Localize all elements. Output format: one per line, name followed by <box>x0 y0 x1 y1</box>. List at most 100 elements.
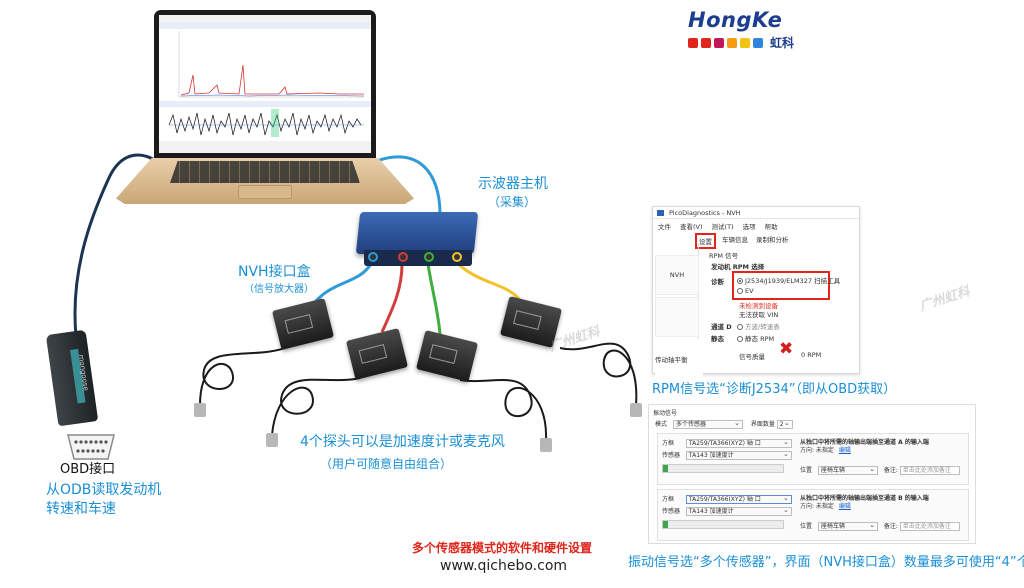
channel-a-card: 方框 TA259/TA366(XYZ) 轴 口 传感器 TA143 加速度计 从… <box>657 433 969 485</box>
diag-option-label: J2534/J1939/ELM327 扫描工具 <box>745 277 841 285</box>
diag-radio-row[interactable]: J2534/J1939/ELM327 扫描工具 <box>737 275 840 285</box>
direction-select[interactable]: TA259/TA366(XYZ) 轴 口 <box>685 494 792 504</box>
logo-cn: 虹科 <box>770 36 795 50</box>
pico-settings-window: PicoDiagnostics - NVH 文件 查看(V) 测试(T) 选项 … <box>652 206 860 379</box>
obd-desc-line2: 转速和车速 <box>46 501 116 517</box>
channel-a-level-bar <box>662 464 784 473</box>
channel-b-hint-dir-row: 方向: 未指定 编辑 <box>800 501 851 510</box>
direction-select-value: TA259/TA366(XYZ) 轴 口 <box>688 440 761 447</box>
channel-b-card: 方框 TA259/TA366(XYZ) 轴 口 传感器 TA143 加速度计 从… <box>657 489 969 541</box>
channel-a-hint-dir-row: 方向: 未指定 编辑 <box>800 445 851 454</box>
pico-left-pane: NVH 传动轴平衡 <box>655 243 703 379</box>
mode-row: 模式 多个传感器 界面数量 2 <box>655 419 793 429</box>
diag-radio[interactable] <box>737 278 743 284</box>
no-device-text: 未检测到设备 <box>739 302 778 310</box>
vibration-settings-panel: 振动信号 模式 多个传感器 界面数量 2 方框 TA259/TA366(XYZ)… <box>648 404 976 544</box>
position-select[interactable]: 座椅车辆 <box>817 521 878 531</box>
probe-tip-1 <box>194 403 206 417</box>
iface-count-stepper[interactable]: 2 <box>776 419 793 429</box>
sensor-label: 传感器 <box>662 508 681 515</box>
menu-test[interactable]: 测试(T) <box>711 222 734 231</box>
probe-cable-2 <box>271 377 361 436</box>
channel-b-sensor-row: 传感器 TA143 加速度计 <box>662 506 792 516</box>
edit-link[interactable]: 编辑 <box>838 503 851 510</box>
static-option-label: 静态 RPM <box>745 335 775 343</box>
laptop <box>116 10 414 206</box>
hint-direction: 方向: 未指定 <box>800 503 834 510</box>
scope-channel-c-connector <box>424 252 434 262</box>
channel-a-sensor-row: 传感器 TA143 加速度计 <box>662 450 792 460</box>
iface-count-value: 2 <box>779 421 784 428</box>
note-label: 备注: <box>883 523 898 530</box>
probe-desc-line1: 4个探头可以是加速度计或麦克风 <box>300 434 505 450</box>
position-select[interactable]: 座椅车辆 <box>817 465 878 475</box>
channel-a-direction-row: 方框 TA259/TA366(XYZ) 轴 口 <box>662 438 792 448</box>
note-input[interactable]: 单击此处添加备注 <box>899 466 960 475</box>
scope-body <box>355 212 479 254</box>
channel-b-level-bar <box>662 520 784 529</box>
menu-help[interactable]: 帮助 <box>764 222 778 231</box>
oscilloscope-unit <box>355 212 479 268</box>
probe-cable-3 <box>459 379 548 441</box>
position-label: 位置 <box>800 467 813 474</box>
nvh-sub-label: （信号放大器） <box>244 284 314 295</box>
signal-quality-label: 信号质量 <box>739 353 765 361</box>
yellow-channel-cable <box>454 260 522 302</box>
tab-vehicle-info[interactable]: 车辆信息 <box>722 236 748 244</box>
left-item-nvh[interactable]: NVH <box>655 255 699 295</box>
note-input[interactable]: 单击此处添加备注 <box>899 522 960 531</box>
channel-d-label: 通道 D <box>711 323 732 331</box>
static-label: 静态 <box>711 335 724 343</box>
nvh-box-label <box>513 310 542 330</box>
edit-link[interactable]: 编辑 <box>838 447 851 454</box>
channel-d-option-label: 方波/转速表 <box>745 323 780 331</box>
left-item-nvh-label: NVH <box>669 271 685 279</box>
logo-square <box>727 37 737 48</box>
probe-tip-4 <box>630 403 642 417</box>
nvh-box-label <box>284 314 314 334</box>
rpm-section-title: RPM 信号 <box>709 252 739 260</box>
mode-select[interactable]: 多个传感器 <box>672 419 743 429</box>
iface-count-label: 界面数量 <box>750 421 775 428</box>
pico-settings-content: RPM 信号 发动机 RPM 选择 诊断 J2534/J1939/ELM327 … <box>703 245 857 373</box>
direction-label: 方框 <box>662 440 675 447</box>
pico-window-title: PicoDiagnostics - NVH <box>669 208 741 217</box>
channel-d-radio-row[interactable]: 方波/转速表 <box>737 321 780 331</box>
no-vin-text: 无法获取 VIN <box>739 311 779 319</box>
menu-options[interactable]: 选项 <box>742 222 756 231</box>
usb-cable <box>363 155 442 215</box>
logo-squares: 虹科 <box>688 34 818 51</box>
channel-d-radio[interactable] <box>737 324 743 330</box>
left-item-blank[interactable] <box>655 297 699 337</box>
menu-file[interactable]: 文件 <box>658 222 671 231</box>
static-radio-row[interactable]: 静态 RPM <box>737 333 774 343</box>
red-channel-cable <box>380 263 404 333</box>
tab-settings[interactable]: 设置 <box>695 233 716 249</box>
channel-a-position-row: 位置 座椅车辆 备注: 单击此处添加备注 <box>800 465 960 475</box>
nvh-box-label <box>429 344 458 364</box>
sensor-select[interactable]: TA143 加速度计 <box>685 506 792 516</box>
hongke-logo: HongKe 虹科 <box>688 8 818 56</box>
direction-label: 方框 <box>662 496 675 503</box>
bottom-red-title: 多个传感器模式的软件和硬件设置 <box>412 541 593 555</box>
direction-select[interactable]: TA259/TA366(XYZ) 轴 口 <box>685 438 792 448</box>
static-radio[interactable] <box>737 336 743 342</box>
obd-port-label: OBD接口 <box>60 462 116 477</box>
nvh-title-label: NVH接口盒 <box>238 264 311 280</box>
menu-view[interactable]: 查看(V) <box>680 222 703 231</box>
ev-radio-row[interactable]: EV <box>737 287 754 295</box>
engine-rpm-title: 发动机 RPM 选择 <box>711 263 765 271</box>
ev-radio[interactable] <box>737 288 743 294</box>
tab-record-analyze[interactable]: 录制和分析 <box>756 236 789 244</box>
probe-desc-line2: （用户可随意自由组合） <box>320 457 453 471</box>
logo-brand: HongKe <box>688 8 783 32</box>
logo-square <box>714 37 724 48</box>
sensor-select[interactable]: TA143 加速度计 <box>685 450 792 460</box>
mode-select-value: 多个传感器 <box>675 421 706 428</box>
hint-direction: 方向: 未指定 <box>800 447 834 454</box>
scope-channel-d-connector <box>452 252 462 262</box>
scope-title-label: 示波器主机 <box>478 176 548 192</box>
left-item-driveshaft[interactable]: 传动轴平衡 <box>655 339 703 379</box>
logo-square <box>740 37 750 48</box>
